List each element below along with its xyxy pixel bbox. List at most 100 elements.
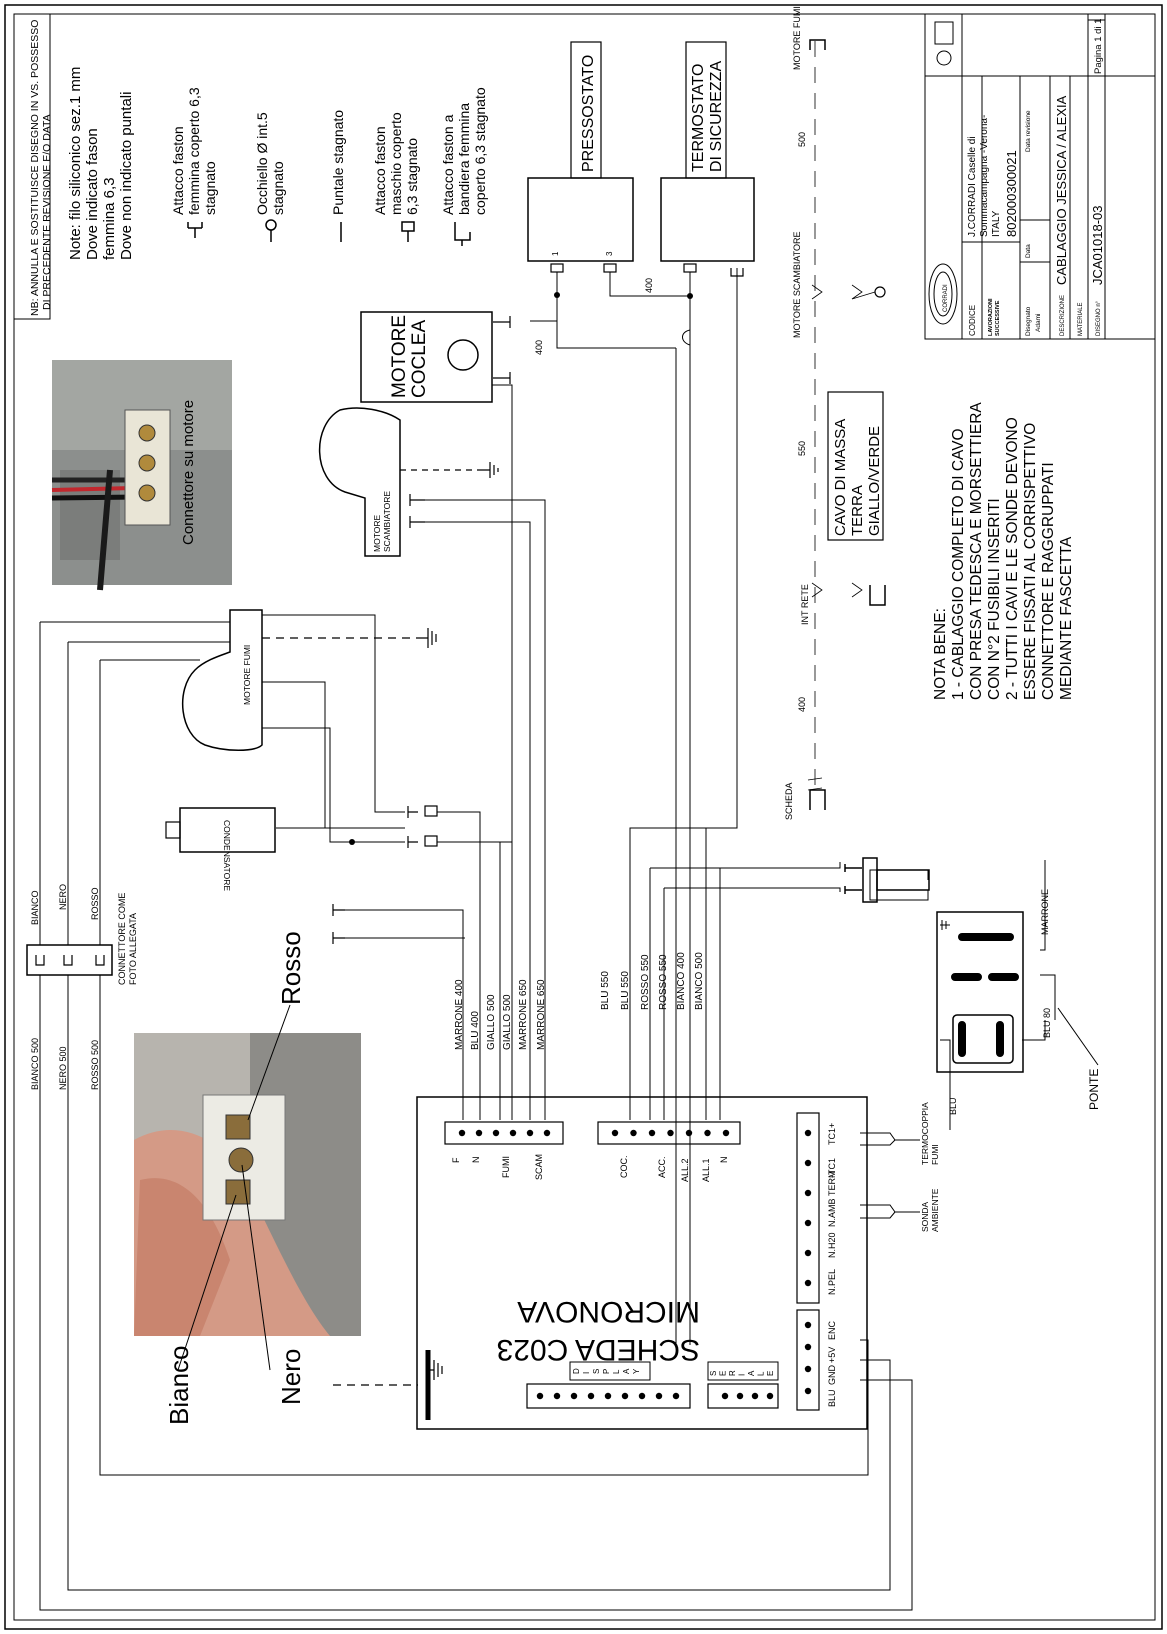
wire-label-2: BLU 400	[470, 1011, 481, 1050]
mid-terminal-dot	[648, 1129, 656, 1137]
display-terminal-dot	[553, 1392, 561, 1400]
terminal-n: N	[471, 1157, 481, 1164]
terminal-coc: COC.	[619, 1156, 629, 1179]
photo-pointers	[177, 1004, 291, 1371]
descrizione-value: CABLAGGIO JESSICA / ALEXIA	[1054, 95, 1069, 285]
seriale-letters-char: S	[709, 1371, 718, 1376]
switch-marrone: MARRONE	[1040, 889, 1050, 935]
display-terminal-dot	[587, 1392, 595, 1400]
massa-label: CAVO DI MASSA TERRA GIALLO/VERDE	[832, 419, 883, 536]
condensatore-label: CONDENSATORE	[222, 820, 232, 891]
codice-value: 802000300021	[1004, 150, 1019, 237]
terminal-npel: N.PEL	[827, 1269, 837, 1295]
motore-fumi-body	[182, 609, 263, 751]
display-terminal-dot	[536, 1392, 544, 1400]
probe-terminal-labels: TC1+ -TC1 TERM N.AMB N.H20 N.PEL ENC +5V…	[827, 1123, 837, 1407]
display-terminal-dot	[570, 1392, 578, 1400]
motore-coclea-label: MOTORE COCLEA	[389, 315, 430, 398]
legend-notes: Note: filo siliconico sez.1 mm Dove indi…	[67, 67, 135, 260]
motore-scambiatore-label-1: MOTORE	[372, 515, 382, 552]
pagina-label: Pagina 1 di 1	[1093, 19, 1104, 74]
wire-labels-fumi: MARRONE 400 BLU 400 GIALLO 500 GIALLO 50…	[454, 979, 547, 1050]
legend-item-5: Attacco faston a bandiera femmina copert…	[440, 87, 488, 215]
terminal-all1: ALL.1	[701, 1158, 711, 1182]
legend-item-3-line-1: Puntale stagnato	[330, 110, 346, 215]
board-title: SCHEDA C023 MICRONOVA	[497, 1295, 700, 1366]
scale-int-rete: INT RETE	[800, 584, 810, 625]
legend-item-1-line-3: stagnato	[202, 161, 218, 215]
seriale-letters-char: R	[728, 1370, 737, 1376]
terminal-acc: ACC.	[657, 1156, 667, 1178]
display-letters-char: Y	[632, 1368, 641, 1374]
header-note-box	[13, 13, 51, 320]
faston-maschio-symbol	[401, 221, 415, 232]
title-block-text: CORRADI J.CORRADI Caselle di Sommacampag…	[943, 19, 1105, 336]
legend-item-3: Puntale stagnato	[330, 110, 346, 215]
scheda-board	[416, 1096, 868, 1430]
header-note: NB: ANNULLA E SOSTITUISCE DISEGNO IN VS.…	[29, 20, 53, 316]
display-terminal-dot	[638, 1392, 646, 1400]
codice-label: CODICE	[968, 305, 977, 336]
length-scale: SCHEDA 400 INT RETE 550 MOTORE SCAMBIATO…	[784, 6, 886, 820]
wire-label-12: BIANCO 500	[694, 952, 705, 1010]
seriale-letters-char: E	[719, 1371, 728, 1376]
company-line-1: J.CORRADI Caselle di	[967, 136, 978, 237]
nota-bene-title: NOTA BENE:	[932, 608, 949, 700]
display-terminal-dot	[621, 1392, 629, 1400]
termostato-label-box	[685, 41, 727, 179]
coclea-len-400: 400	[534, 340, 544, 355]
nota-bene-line-3: CON N°2 FUSIBILI INSERITI	[986, 498, 1003, 700]
legend-note-1: Note: filo siliconico sez.1 mm	[67, 67, 84, 260]
display-letters-char: L	[612, 1369, 621, 1374]
terminal-enc: ENC	[827, 1320, 837, 1340]
display-letters-char: A	[622, 1368, 631, 1374]
label-rosso: Rosso	[276, 931, 306, 1005]
connector-photo-top	[51, 360, 232, 591]
legend-item-5-line-2: bandiera femmina	[456, 103, 472, 215]
data-label: Data	[1025, 244, 1032, 258]
sonda-label: SONDA AMBIENTE	[920, 1188, 940, 1232]
mains-plug	[26, 944, 113, 976]
legend-item-2-line-1: Occhiello Ø int.5	[254, 112, 270, 215]
motore-scambiatore-label-2: SCAMBIATORE	[382, 491, 392, 552]
mid-terminal-dot	[611, 1129, 619, 1137]
termocoppia-line-2: FUMI	[930, 1144, 940, 1165]
wire-label-5: MARRONE 650	[518, 979, 529, 1050]
wire-labels-coclea: BLU 550 BLU 550 ROSSO 550 ROSSO 550 BIAN…	[600, 952, 705, 1010]
terminal-blu: BLU	[827, 1389, 837, 1407]
legend-note-3: femmina 6,3	[101, 177, 118, 260]
probe-terminal-dot	[804, 1279, 812, 1287]
mid-terminal-labels: COC. ACC. ALL.2 ALL.1 N	[619, 1156, 729, 1183]
inner-frame	[13, 13, 1156, 1621]
wire-label-3: GIALLO 500	[486, 994, 497, 1050]
scale-motore-scambiatore: MOTORE SCAMBIATORE	[792, 231, 802, 338]
terminal-tc1minus: -TC1	[827, 1158, 837, 1178]
enc-terminal-dot	[804, 1343, 812, 1351]
main-switch	[936, 911, 1024, 1073]
motore-scambiatore-label: MOTORE SCAMBIATORE	[372, 491, 392, 552]
seriale-letters-char: L	[757, 1371, 766, 1376]
faston-femmina-symbol	[187, 222, 203, 238]
plug-nero-500: NERO 500	[58, 1046, 68, 1090]
nota-bene-line-5: ESSERE FISSATI AL CORRISPETTIVO	[1022, 423, 1039, 700]
probe-terminal-dot	[804, 1159, 812, 1167]
lavorazioni-label-1: LAVORAZIONI	[988, 298, 994, 336]
display-terminal-dot	[604, 1392, 612, 1400]
terminal-all2: ALL.2	[680, 1158, 690, 1182]
probe-terminal-dot	[804, 1189, 812, 1197]
plug-caption-2: FOTO ALLEGATA	[128, 913, 138, 985]
terminal-fumi: FUMI	[501, 1156, 511, 1178]
data-revisione-label: Data revisione	[1025, 110, 1032, 152]
condensatore-cap	[165, 821, 181, 839]
board-title-1: SCHEDA C023	[497, 1333, 700, 1366]
wire-label-7: BLU 550	[600, 971, 611, 1010]
termocoppia-line-1: TERMOCOPPIA	[920, 1102, 930, 1165]
legend-item-1-line-1: Attacco faston	[170, 126, 186, 215]
seriale-terminal-dot	[721, 1392, 729, 1400]
plug-rosso-top: ROSSO	[90, 887, 100, 920]
motore-coclea-label-2: COCLEA	[409, 320, 430, 398]
header-note-line-2: DI PRECEDENTE REVISIONE E/O DATA	[41, 114, 53, 310]
lavorazioni-label-2: SUCCESSIVE	[995, 300, 1001, 336]
top-terminal-dot	[526, 1129, 534, 1137]
